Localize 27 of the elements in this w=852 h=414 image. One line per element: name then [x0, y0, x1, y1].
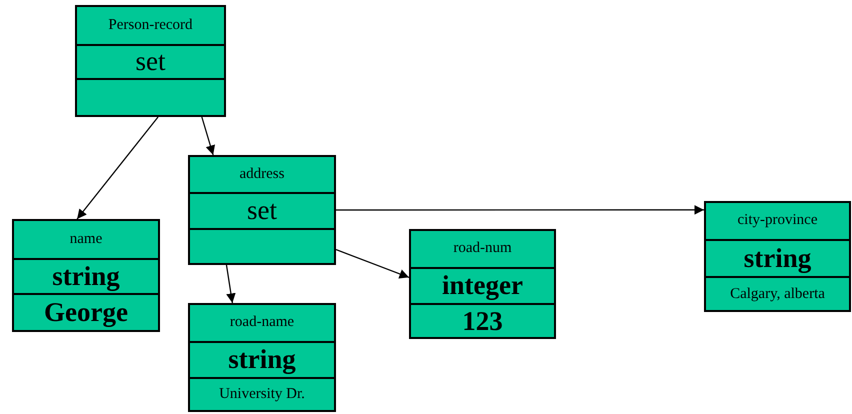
field-text: integer: [442, 272, 523, 300]
arrow: [201, 116, 216, 156]
field-text: road-name: [230, 315, 294, 330]
field-text: string: [52, 262, 120, 290]
arrow: [76, 116, 159, 220]
record-box: [188, 303, 336, 412]
arrow: [336, 205, 704, 215]
field-text: set: [136, 48, 166, 76]
record-box: [188, 155, 336, 265]
field-text: set: [247, 197, 277, 224]
field-text: George: [44, 299, 128, 326]
field-text: road-num: [453, 241, 512, 256]
field-text: name: [70, 232, 102, 247]
field-text: University Dr.: [219, 387, 305, 402]
field-text: string: [744, 244, 812, 272]
field-text: city-province: [738, 213, 818, 228]
record-box: [12, 219, 160, 332]
field-text: address: [240, 166, 284, 182]
field-text: string: [228, 346, 296, 374]
record-box: [409, 229, 556, 339]
record-box: [704, 201, 851, 312]
field-text: 123: [462, 308, 503, 335]
arrow: [226, 264, 236, 304]
field-text: Person-record: [108, 18, 193, 33]
field-text: Calgary, alberta: [730, 286, 825, 302]
arrow: [336, 249, 410, 278]
record-box: [75, 5, 226, 117]
